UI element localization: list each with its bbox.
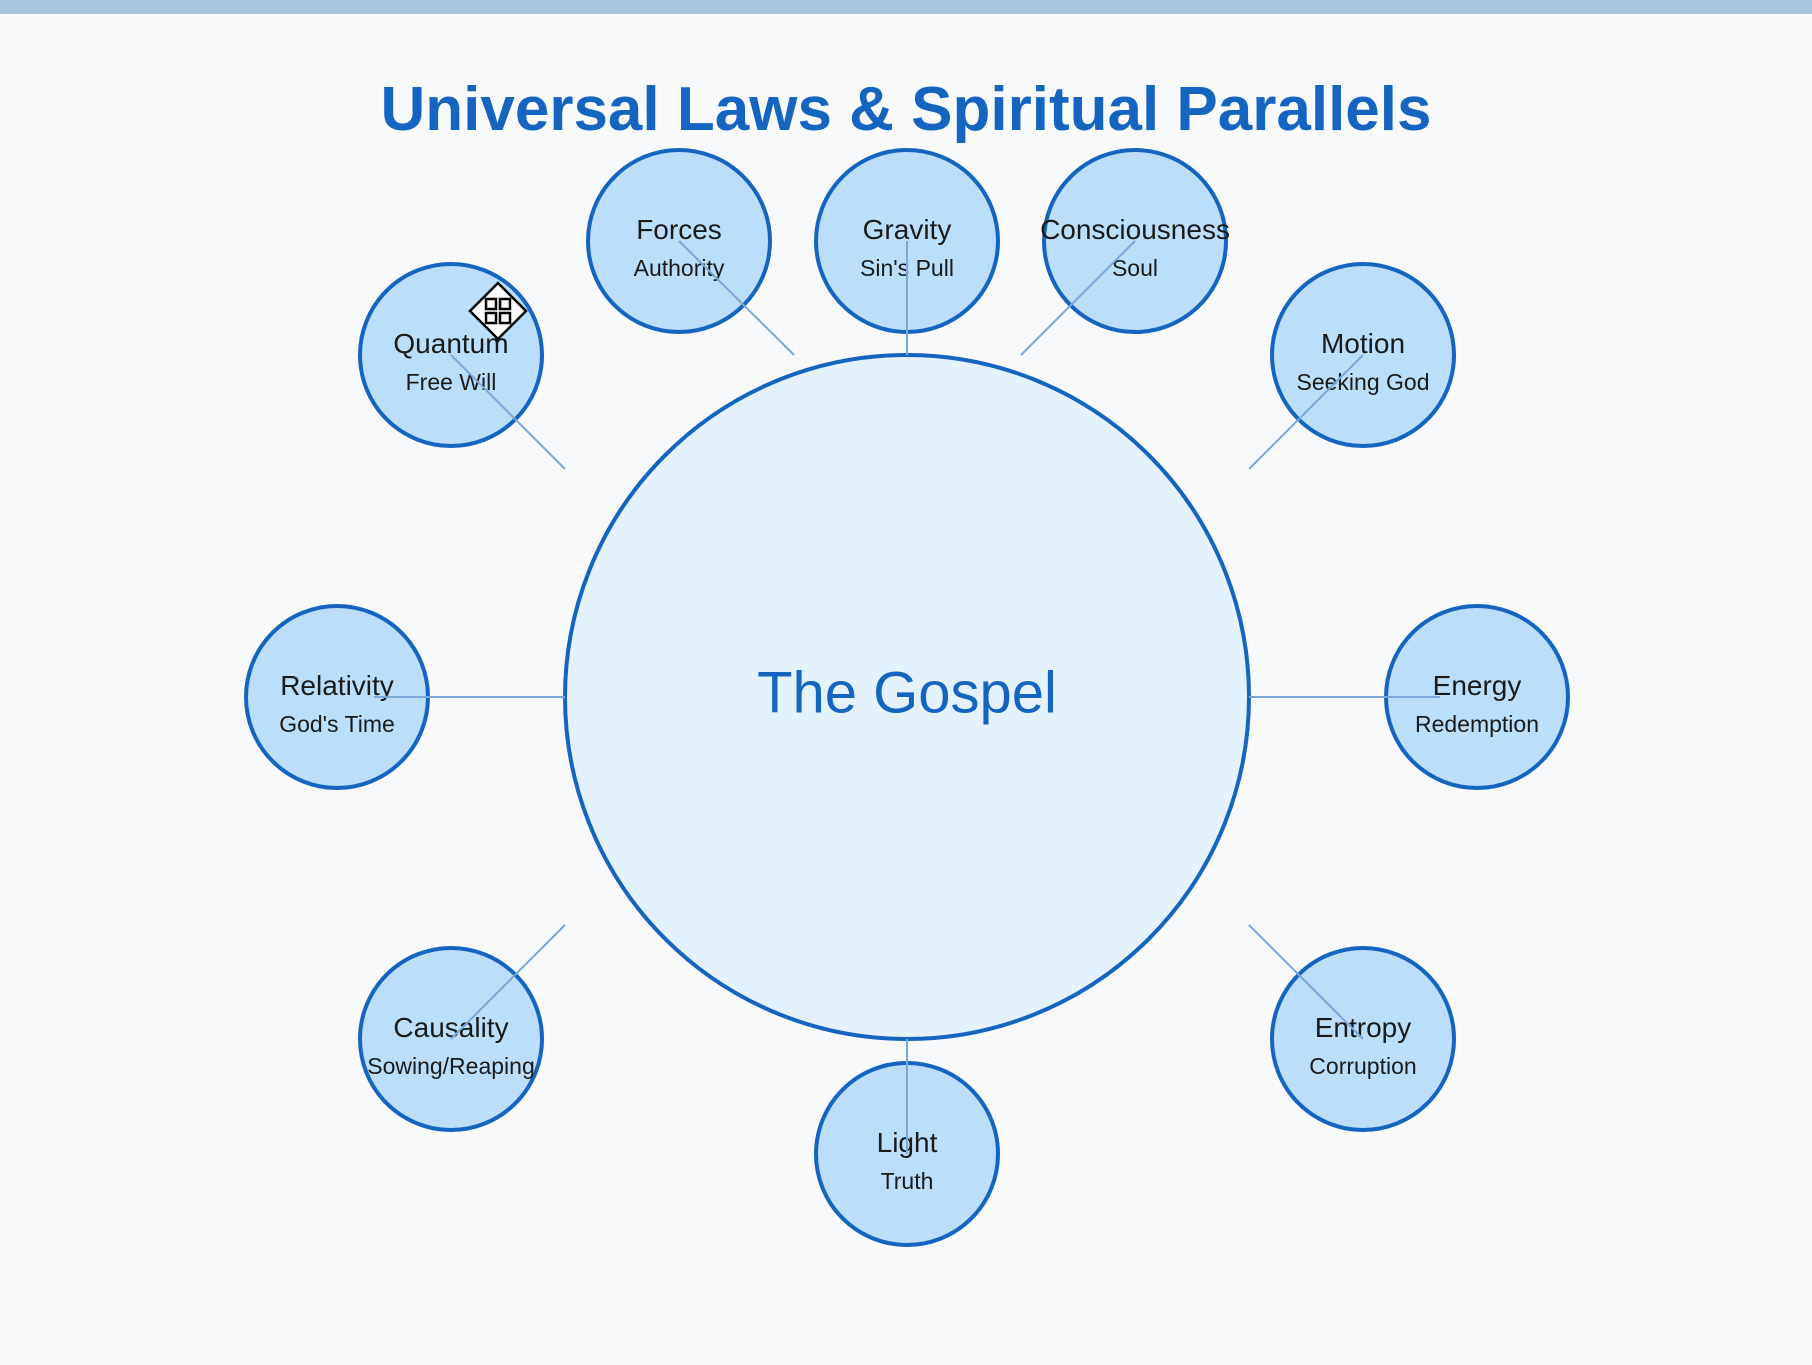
node-subtitle: Truth: [881, 1168, 934, 1194]
node-title: Motion: [1321, 328, 1405, 359]
node-title: Relativity: [280, 670, 394, 701]
connector-line: [450, 354, 566, 470]
node-title: Quantum: [393, 328, 508, 359]
center-label: The Gospel: [757, 660, 1057, 725]
node-subtitle: Soul: [1112, 255, 1158, 281]
node-title: Consciousness: [1040, 214, 1230, 245]
node-title: Energy: [1433, 670, 1522, 701]
node-subtitle: Redemption: [1415, 711, 1539, 737]
node-subtitle: Authority: [634, 255, 725, 281]
connector-line: [678, 240, 795, 356]
top-bar: [0, 0, 1812, 14]
connector-layer: [374, 240, 1440, 1154]
node-subtitle: Sowing/Reaping: [367, 1053, 535, 1079]
node-subtitle: Corruption: [1309, 1053, 1416, 1079]
node-title: Forces: [636, 214, 722, 245]
node-subtitle: Free Will: [406, 369, 497, 395]
connector-line: [1248, 924, 1364, 1040]
page-title: Universal Laws & Spiritual Parallels: [380, 75, 1432, 144]
node-title: Gravity: [863, 214, 952, 245]
node-subtitle: God's Time: [279, 711, 395, 737]
connector-line: [1248, 354, 1364, 470]
center-node[interactable]: The Gospel: [563, 353, 1251, 1041]
connector-line: [450, 924, 566, 1040]
move-cursor-icon: [468, 281, 528, 341]
connector-line: [1020, 240, 1136, 356]
node-subtitle: Seeking God: [1297, 369, 1430, 395]
